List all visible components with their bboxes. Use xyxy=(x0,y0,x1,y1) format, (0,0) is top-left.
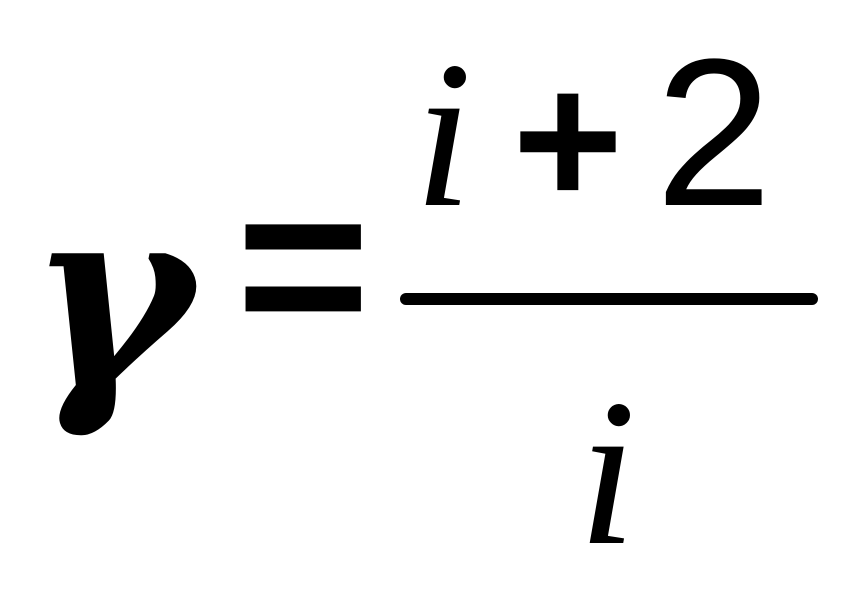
numerator: i+2 xyxy=(414,28,772,241)
denominator: i xyxy=(578,357,637,589)
numerator-variable: i xyxy=(414,19,473,251)
fraction-bar xyxy=(400,293,818,305)
plus-sign: + xyxy=(512,34,624,246)
equals-sign: = xyxy=(236,136,371,393)
lhs-symbol: γ xyxy=(28,148,194,442)
numerator-constant: 2 xyxy=(655,15,773,250)
